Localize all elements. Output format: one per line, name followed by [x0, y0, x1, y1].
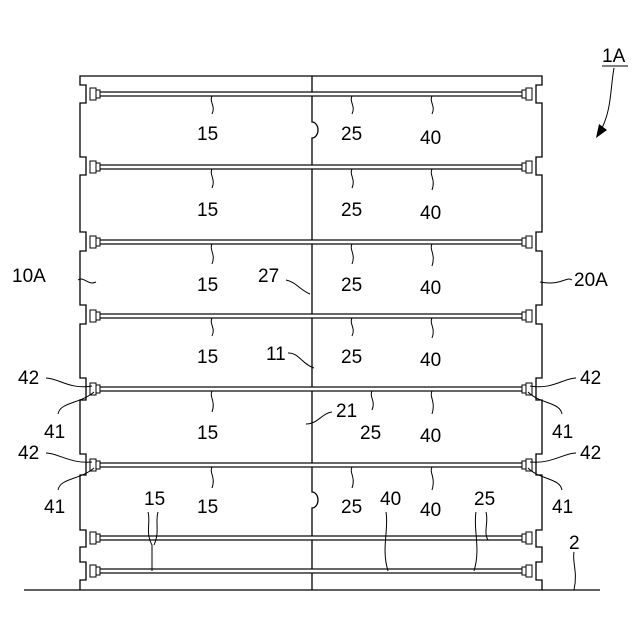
- tie-bar-7: [96, 536, 526, 540]
- nut-label: 42: [18, 443, 39, 464]
- end-fittings-right: [522, 88, 532, 577]
- nut-label: 42: [18, 368, 39, 389]
- bar-right-label: 25: [341, 347, 362, 368]
- center-seam: [312, 76, 318, 590]
- tie-label: 40: [420, 500, 441, 521]
- bar-left-label: 15: [197, 497, 218, 518]
- bar-left-label: 15: [197, 347, 218, 368]
- bar-left-label: 15: [197, 423, 218, 444]
- plate-label: 41: [552, 422, 573, 443]
- bar-left-label: 15: [144, 489, 165, 510]
- tie-label: 40: [420, 203, 441, 224]
- tie-label: 40: [420, 128, 441, 149]
- bar-right-label: 25: [474, 489, 495, 510]
- tie-label: 40: [420, 278, 441, 299]
- tie-bar-5: [96, 387, 526, 391]
- bar-right-label: 25: [341, 275, 362, 296]
- plate-label: 41: [44, 422, 65, 443]
- bar-right-label: 25: [341, 497, 362, 518]
- tie-bar-1: [96, 92, 526, 96]
- nut-label: 42: [580, 443, 601, 464]
- bar-right-label: 25: [360, 423, 381, 444]
- plate-label: 41: [44, 497, 65, 518]
- tie-bar-6: [96, 463, 526, 467]
- figure-label: 1A: [602, 46, 626, 67]
- bar-right-label: 25: [341, 124, 362, 145]
- plate-label: 41: [552, 497, 573, 518]
- left-joint-label: 11: [266, 344, 286, 365]
- tie-label: 40: [380, 489, 401, 510]
- tie-bar-8: [96, 569, 526, 573]
- left-wall-label: 10A: [12, 266, 46, 287]
- bar-left-label: 15: [197, 200, 218, 221]
- tie-label: 40: [420, 426, 441, 447]
- tier-leaders: [46, 96, 576, 590]
- tie-label: 40: [420, 350, 441, 371]
- nut-label: 42: [580, 368, 601, 389]
- end-fittings-left: [90, 88, 100, 577]
- ground-label: 2: [569, 533, 580, 554]
- bar-left-label: 15: [197, 275, 218, 296]
- bar-right-label: 25: [341, 200, 362, 221]
- right-wall-label: 20A: [574, 270, 608, 291]
- tie-bar-3: [96, 240, 526, 244]
- figure-pointer-arrow: [596, 66, 628, 138]
- tie-bar-4: [96, 314, 526, 318]
- wall-outline: [80, 76, 542, 590]
- bar-left-label: 15: [197, 124, 218, 145]
- tie-bar-2: [96, 165, 526, 169]
- right-joint-label: 21: [336, 401, 357, 422]
- seam-label: 27: [258, 266, 279, 287]
